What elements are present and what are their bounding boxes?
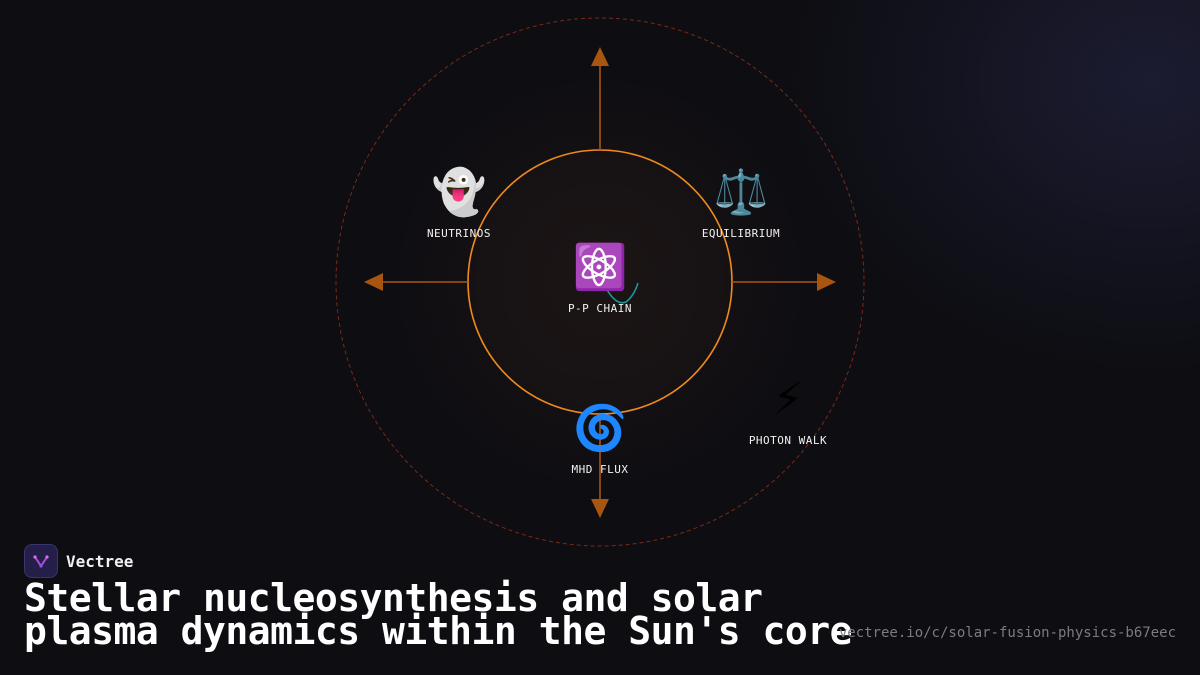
atom-icon: ⚛️ bbox=[572, 242, 628, 293]
balance-scale-icon: ⚖️ bbox=[713, 167, 769, 218]
arrow-up-head bbox=[591, 47, 609, 66]
node-label-neutrinos: NEUTRINOS bbox=[426, 227, 492, 240]
node-photon-walk: ⚡ PHOTON WALK bbox=[708, 374, 868, 447]
page-title-line-1: Stellar nucleosynthesis and solar bbox=[24, 576, 763, 620]
node-label-photon-walk: PHOTON WALK bbox=[748, 434, 828, 447]
node-equilibrium: ⚖️ EQUILIBRIUM bbox=[661, 167, 821, 240]
ghost-icon: 👻 bbox=[431, 167, 487, 218]
center-node-pp-chain: ⚛️ P-P CHAIN bbox=[520, 242, 680, 315]
cyclone-icon: 🌀 bbox=[572, 403, 628, 454]
arrow-down-head bbox=[591, 499, 609, 518]
center-node-label: P-P CHAIN bbox=[567, 302, 633, 315]
node-label-mhd-flux: MHD FLUX bbox=[571, 463, 629, 476]
page-title: Stellar nucleosynthesis and solar plasma… bbox=[24, 576, 852, 653]
vectree-logo-icon bbox=[24, 544, 58, 578]
arrow-left-head bbox=[364, 273, 383, 291]
lightning-icon: ⚡ bbox=[772, 374, 804, 425]
node-mhd-flux: 🌀 MHD FLUX bbox=[520, 403, 680, 476]
arrow-right-head bbox=[817, 273, 836, 291]
node-neutrinos: 👻 NEUTRINOS bbox=[379, 167, 539, 240]
node-label-equilibrium: EQUILIBRIUM bbox=[701, 227, 781, 240]
brand: Vectree bbox=[24, 544, 133, 578]
source-url: vectree.io/c/solar-fusion-physics-b67eec bbox=[838, 625, 1176, 641]
page-title-line-2: plasma dynamics within the Sun's core bbox=[24, 609, 852, 653]
outer-ring bbox=[335, 17, 865, 547]
brand-name: Vectree bbox=[66, 551, 134, 571]
teal-swirl bbox=[605, 282, 639, 304]
